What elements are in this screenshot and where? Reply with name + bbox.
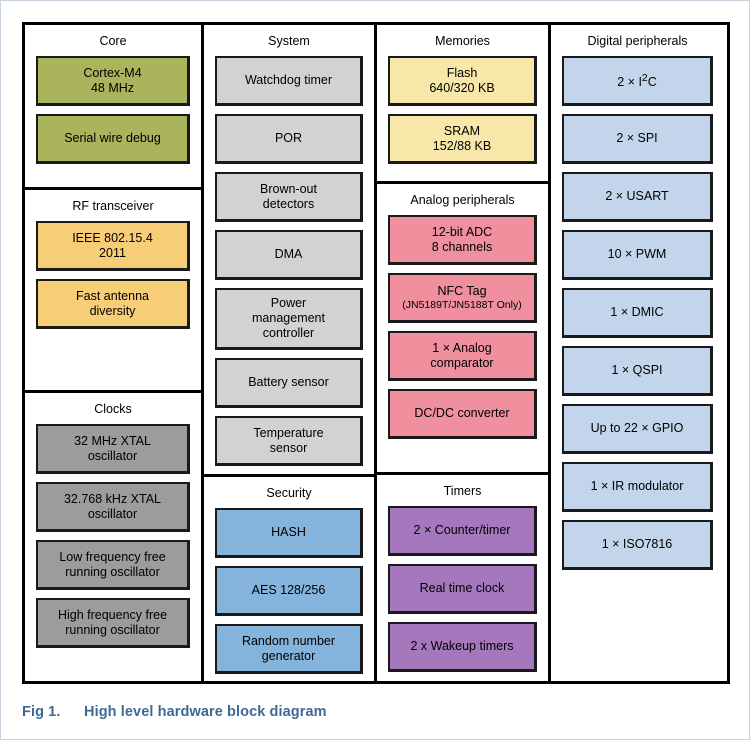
block-list-clocks: 32 MHz XTAL oscillator 32.768 kHz XTAL o… bbox=[36, 424, 190, 648]
group-title-system: System bbox=[268, 34, 310, 48]
figure-caption: Fig 1. High level hardware block diagram bbox=[22, 704, 730, 720]
group-rf-transceiver: RF transceiver IEEE 802.15.4 2011 Fast a… bbox=[25, 190, 201, 393]
spacer bbox=[36, 648, 190, 672]
group-system: System Watchdog timer POR Brown-out dete… bbox=[204, 25, 374, 477]
block-fast-antenna-diversity[interactable]: Fast antenna diversity bbox=[36, 279, 190, 329]
block-random-number-generator[interactable]: Random number generator bbox=[215, 624, 363, 674]
group-core: Core Cortex-M4 48 MHz Serial wire debug bbox=[25, 25, 201, 190]
group-memories: Memories Flash 640/320 KB SRAM 152/88 KB bbox=[377, 25, 548, 185]
digital-peripherals-column: Digital peripherals 2 × I2C 2 × SPI 2 × … bbox=[551, 25, 724, 681]
group-clocks: Clocks 32 MHz XTAL oscillator 32.768 kHz… bbox=[25, 393, 201, 681]
block-temperature-sensor[interactable]: Temperature sensor bbox=[215, 416, 363, 466]
block-dcdc-converter[interactable]: DC/DC converter bbox=[388, 389, 537, 440]
block-i2c-label: 2 × I2C bbox=[617, 72, 657, 90]
block-list-core: Cortex-M4 48 MHz Serial wire debug bbox=[36, 56, 190, 164]
block-aes-128-256[interactable]: AES 128/256 bbox=[215, 566, 363, 616]
group-title-security: Security bbox=[266, 486, 312, 500]
block-ir-modulator[interactable]: 1 × IR modulator bbox=[562, 462, 713, 512]
group-title-timers: Timers bbox=[443, 484, 482, 498]
group-title-digital-peripherals: Digital peripherals bbox=[587, 34, 688, 48]
figure-caption-number: Fig 1. bbox=[22, 704, 61, 720]
block-ieee-802154[interactable]: IEEE 802.15.4 2011 bbox=[36, 221, 190, 271]
block-list-rf: IEEE 802.15.4 2011 Fast antenna diversit… bbox=[36, 221, 190, 329]
system-column: System Watchdog timer POR Brown-out dete… bbox=[204, 25, 377, 681]
spacer bbox=[562, 570, 713, 672]
spacer bbox=[388, 439, 537, 463]
block-flash[interactable]: Flash 640/320 KB bbox=[388, 56, 537, 106]
group-title-clocks: Clocks bbox=[94, 402, 132, 416]
block-dmic[interactable]: 1 × DMIC bbox=[562, 288, 713, 338]
block-analog-comparator[interactable]: 1 × Analog comparator bbox=[388, 331, 537, 382]
block-nfc-tag-label: NFC Tag bbox=[437, 283, 487, 298]
block-list-system: Watchdog timer POR Brown-out detectors D… bbox=[215, 56, 363, 466]
block-32mhz-xtal-oscillator[interactable]: 32 MHz XTAL oscillator bbox=[36, 424, 190, 474]
block-iso7816[interactable]: 1 × ISO7816 bbox=[562, 520, 713, 570]
block-pwm[interactable]: 10 × PWM bbox=[562, 230, 713, 280]
block-list-security: HASH AES 128/256 Random number generator bbox=[215, 508, 363, 674]
group-title-memories: Memories bbox=[435, 34, 490, 48]
block-dma[interactable]: DMA bbox=[215, 230, 363, 280]
block-por[interactable]: POR bbox=[215, 114, 363, 164]
block-hash[interactable]: HASH bbox=[215, 508, 363, 558]
block-counter-timer[interactable]: 2 × Counter/timer bbox=[388, 506, 537, 556]
block-wakeup-timers[interactable]: 2 x Wakeup timers bbox=[388, 622, 537, 672]
block-gpio[interactable]: Up to 22 × GPIO bbox=[562, 404, 713, 454]
spacer bbox=[36, 329, 190, 381]
block-usart[interactable]: 2 × USART bbox=[562, 172, 713, 222]
block-qspi[interactable]: 1 × QSPI bbox=[562, 346, 713, 396]
figure-caption-text: High level hardware block diagram bbox=[84, 704, 327, 720]
memories-column: Memories Flash 640/320 KB SRAM 152/88 KB… bbox=[377, 25, 551, 681]
block-low-frequency-free-running-oscillator[interactable]: Low frequency free running oscillator bbox=[36, 540, 190, 590]
block-power-management-controller[interactable]: Power management controller bbox=[215, 288, 363, 350]
spacer bbox=[388, 164, 537, 172]
spacer bbox=[36, 164, 190, 178]
block-brown-out-detectors[interactable]: Brown-out detectors bbox=[215, 172, 363, 222]
group-timers: Timers 2 × Counter/timer Real time clock… bbox=[377, 475, 548, 681]
block-list-timers: 2 × Counter/timer Real time clock 2 x Wa… bbox=[388, 506, 537, 672]
block-battery-sensor[interactable]: Battery sensor bbox=[215, 358, 363, 408]
block-list-analog: 12-bit ADC 8 channels NFC Tag (JN5189T/J… bbox=[388, 215, 537, 440]
core-column: Core Cortex-M4 48 MHz Serial wire debug … bbox=[25, 25, 204, 681]
block-nfc-tag[interactable]: NFC Tag (JN5189T/JN5188T Only) bbox=[388, 273, 537, 324]
group-analog-peripherals: Analog peripherals 12-bit ADC 8 channels… bbox=[377, 184, 548, 475]
block-list-memories: Flash 640/320 KB SRAM 152/88 KB bbox=[388, 56, 537, 164]
group-digital-peripherals: Digital peripherals 2 × I2C 2 × SPI 2 × … bbox=[551, 25, 724, 681]
group-title-analog-peripherals: Analog peripherals bbox=[410, 193, 515, 208]
block-12bit-adc[interactable]: 12-bit ADC 8 channels bbox=[388, 215, 537, 266]
group-security: Security HASH AES 128/256 Random number … bbox=[204, 477, 374, 683]
block-32768khz-xtal-oscillator[interactable]: 32.768 kHz XTAL oscillator bbox=[36, 482, 190, 532]
block-list-digital: 2 × I2C 2 × SPI 2 × USART 10 × PWM 1 × D… bbox=[562, 56, 713, 570]
block-i2c[interactable]: 2 × I2C bbox=[562, 56, 713, 106]
block-nfc-tag-sublabel: (JN5189T/JN5188T Only) bbox=[402, 298, 522, 311]
group-title-rf-transceiver: RF transceiver bbox=[72, 199, 154, 213]
block-high-frequency-free-running-oscillator[interactable]: High frequency free running oscillator bbox=[36, 598, 190, 648]
block-watchdog-timer[interactable]: Watchdog timer bbox=[215, 56, 363, 106]
block-real-time-clock[interactable]: Real time clock bbox=[388, 564, 537, 614]
block-sram[interactable]: SRAM 152/88 KB bbox=[388, 114, 537, 164]
block-cortex-m4[interactable]: Cortex-M4 48 MHz bbox=[36, 56, 190, 106]
block-spi[interactable]: 2 × SPI bbox=[562, 114, 713, 164]
group-title-core: Core bbox=[99, 34, 127, 48]
block-serial-wire-debug[interactable]: Serial wire debug bbox=[36, 114, 190, 164]
block-diagram: Core Cortex-M4 48 MHz Serial wire debug … bbox=[22, 22, 730, 684]
